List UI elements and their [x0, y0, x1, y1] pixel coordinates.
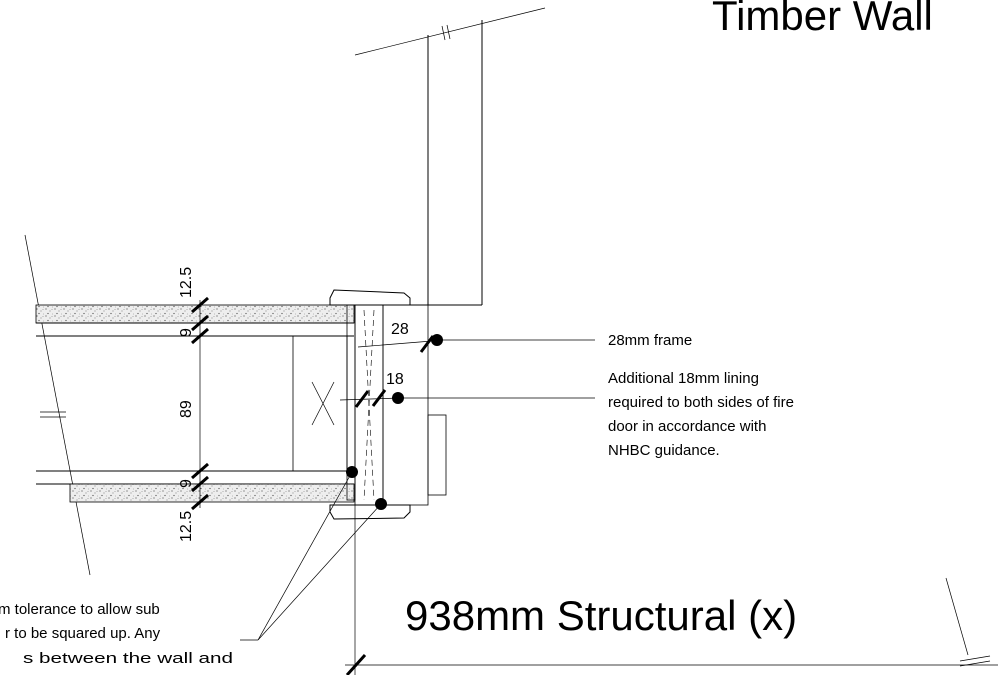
dim-stud-depth: 89 [178, 400, 195, 418]
upper-partition [354, 7, 546, 306]
structural-label: 938mm Structural (x) [405, 592, 797, 639]
svg-text:s between the wall and: s between the wall and [23, 650, 233, 667]
dim-lining: 18 [386, 371, 404, 388]
dim-outer-board-top: 12.5 [178, 267, 195, 298]
lining-note: Additional 18mm lining required to both … [608, 370, 794, 459]
drawing-title: Timber Wall [712, 0, 933, 39]
svg-text:door in accordance with: door in accordance with [608, 418, 766, 435]
dim-outer-board-bottom: 12.5 [178, 511, 195, 542]
svg-text:NHBC guidance.: NHBC guidance. [608, 442, 720, 459]
svg-text:required to both sides of fire: required to both sides of fire [608, 394, 794, 411]
plasterboard-bottom [69, 483, 355, 503]
svg-text:r to be squared up. Any: r to be squared up. Any [5, 625, 161, 642]
leaders [240, 334, 595, 641]
frame-note: 28mm frame [608, 332, 692, 349]
wall-thickness-dimension: 12.5 9 89 9 12.5 [178, 267, 209, 542]
dim-frame: 28 [391, 321, 409, 338]
svg-text:m tolerance to allow sub: m tolerance to allow sub [0, 601, 160, 618]
timber-stud [292, 335, 348, 472]
dim-inner-board-top: 9 [178, 328, 195, 337]
frame-dimensions: 28 18 [339, 321, 435, 408]
wall-layers [35, 304, 355, 503]
svg-text:Additional 18mm lining: Additional 18mm lining [608, 370, 759, 387]
door-frame-assembly [329, 289, 447, 520]
lining-leader-dot [392, 392, 404, 404]
tolerance-note: m tolerance to allow sub r to be squared… [0, 601, 233, 667]
structural-dimension: 938mm Structural (x) [345, 505, 998, 675]
door-stop [427, 414, 447, 496]
dim-inner-board-bottom: 9 [178, 479, 195, 488]
frame-leader-dot [431, 334, 443, 346]
left-break-line [24, 234, 91, 576]
